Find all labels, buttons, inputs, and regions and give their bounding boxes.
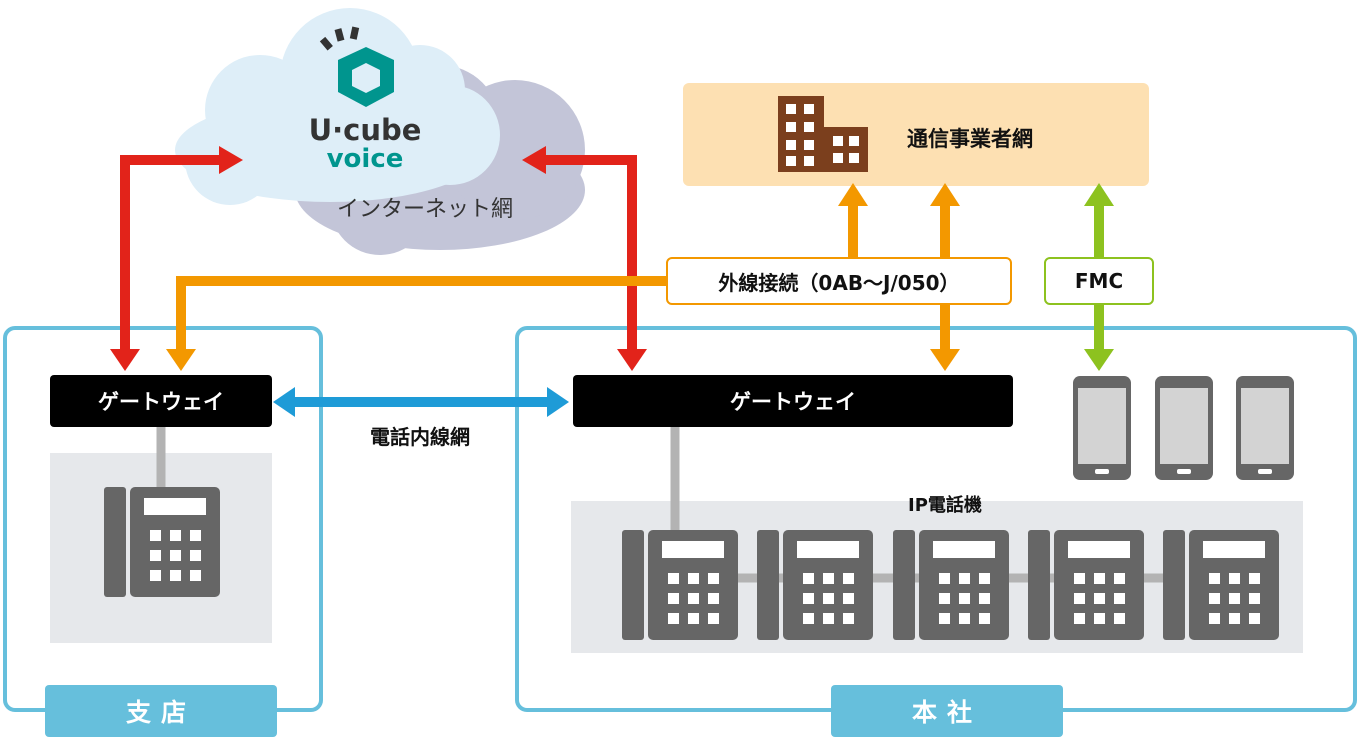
- desk-phone-icon: [104, 487, 220, 597]
- brand-name-line1: U·cube: [308, 113, 422, 147]
- branch-tag: 支店: [45, 685, 277, 737]
- hq-tag: 本社: [831, 685, 1063, 737]
- brand-name-line2: voice: [326, 144, 404, 174]
- carrier-network-label: 通信事業者網: [907, 127, 1033, 151]
- branch-gateway: ゲートウェイ: [50, 375, 272, 427]
- internet-cloud: [175, 8, 585, 255]
- desk-phone-icon: [622, 530, 738, 640]
- blue-link: [273, 387, 569, 417]
- desk-phone-icon: [1163, 530, 1279, 640]
- hq-gateway: ゲートウェイ: [573, 375, 1013, 427]
- smartphone-icon: [1155, 376, 1213, 480]
- smartphone-icon: [1073, 376, 1131, 480]
- smartphone-icon: [1236, 376, 1294, 480]
- ip-phones-label: IP電話機: [908, 495, 982, 516]
- desk-phone-icon: [1028, 530, 1144, 640]
- desk-phone-icon: [757, 530, 873, 640]
- desk-phone-icon: [893, 530, 1009, 640]
- extension-network-label: 電話内線網: [370, 424, 470, 449]
- cube-logo-icon: [319, 26, 394, 107]
- fmc-label: FMC: [1044, 257, 1154, 305]
- internet-network-label: インターネット網: [336, 197, 513, 222]
- red-links: [110, 146, 647, 371]
- external-line-label: 外線接続（0AB〜J/050）: [666, 257, 1012, 305]
- office-building-icon: [778, 96, 868, 172]
